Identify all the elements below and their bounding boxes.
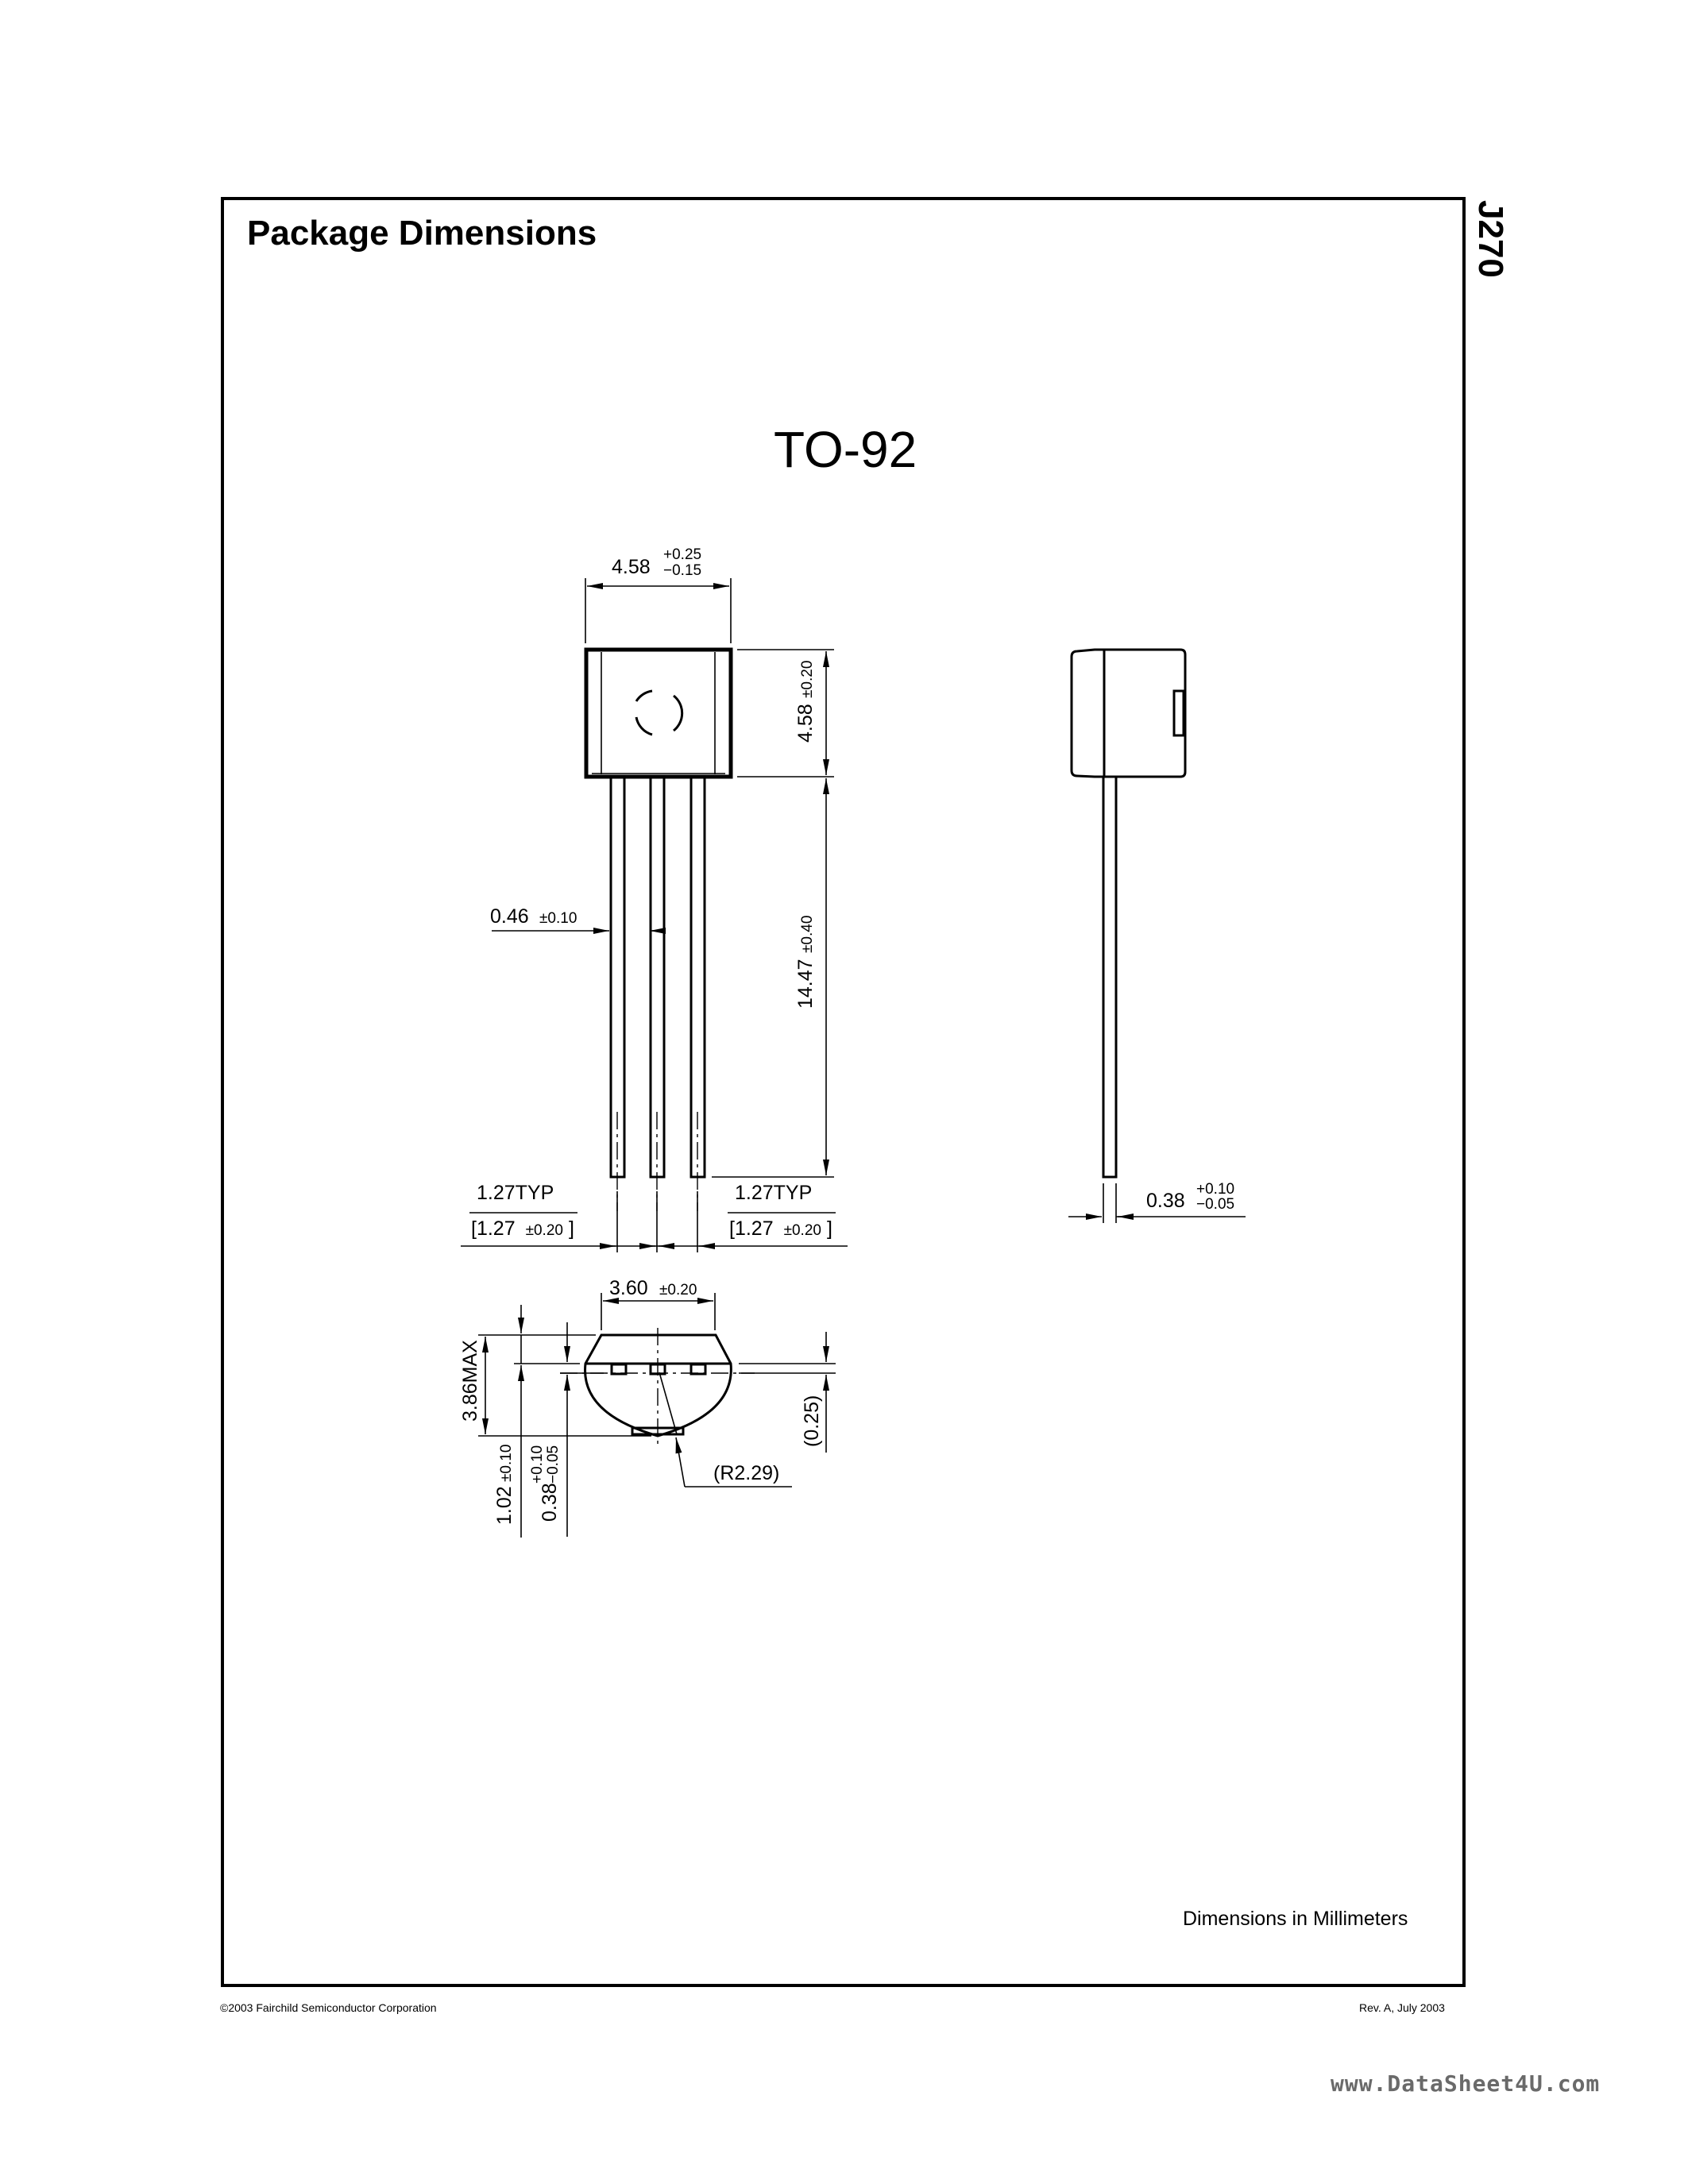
pitch-right-label: 1.27TYP bbox=[735, 1182, 812, 1204]
page-frame bbox=[221, 197, 1466, 1987]
body-width-tol-plus: +0.25 bbox=[663, 546, 701, 563]
leads bbox=[609, 775, 706, 1252]
pitch-right-bracket: [1.27 ±0.20 ] bbox=[729, 1217, 832, 1240]
front-view-drawing: 4.58 +0.25 −0.15 4.58 bbox=[461, 546, 848, 1252]
lead-length-tol: ±0.40 bbox=[799, 916, 816, 953]
lead-width-value: 0.46 bbox=[490, 905, 529, 928]
lead-offset-tol-plus: +0.10 bbox=[529, 1445, 546, 1484]
pin1-mark-icon bbox=[635, 689, 653, 702]
lead-offset-value: 0.38 bbox=[539, 1483, 561, 1522]
lead-thickness-value: 0.38 bbox=[1146, 1190, 1185, 1212]
body-width-value: 4.58 bbox=[612, 556, 651, 578]
side-view-drawing: 0.38 +0.10 −0.05 bbox=[1068, 648, 1246, 1223]
lead-offset-tol-minus: −0.05 bbox=[545, 1445, 562, 1484]
lead-width-tol: ±0.10 bbox=[539, 910, 577, 927]
side-body-outline bbox=[1070, 648, 1187, 778]
flat-offset-value: 1.02 bbox=[493, 1486, 516, 1525]
pitch-left-label: 1.27TYP bbox=[477, 1182, 554, 1204]
lead-thickness-tol-minus: −0.05 bbox=[1196, 1196, 1234, 1213]
body-height-tol: ±0.20 bbox=[799, 661, 816, 698]
flat-offset-tol: ±0.10 bbox=[498, 1445, 515, 1482]
flat-depth-value: (0.25) bbox=[801, 1395, 823, 1447]
lead-thickness-tol-plus: +0.10 bbox=[1196, 1181, 1234, 1198]
pitch-left-bracket: [1.27 ±0.20 ] bbox=[471, 1217, 574, 1240]
lead-length-value: 14.47 bbox=[794, 959, 817, 1009]
units-note: Dimensions in Millimeters bbox=[1183, 1908, 1408, 1930]
footer-copyright: ©2003 Fairchild Semiconductor Corporatio… bbox=[220, 2001, 437, 2014]
body-height-value: 4.58 bbox=[794, 704, 817, 743]
radius-value: (R2.29) bbox=[713, 1462, 779, 1484]
part-number-label: J270 bbox=[1471, 200, 1510, 278]
side-lead bbox=[1102, 775, 1118, 1179]
section-title: Package Dimensions bbox=[247, 214, 597, 253]
bottom-width-value: 3.60 bbox=[609, 1277, 648, 1299]
package-name: TO-92 bbox=[774, 421, 917, 478]
bottom-width-tol: ±0.20 bbox=[659, 1282, 697, 1298]
bottom-height-value: 3.86MAX bbox=[459, 1340, 481, 1422]
bottom-view-drawing: 3.60 ±0.20 3.86MAX 1.02 ±0.10 bbox=[459, 1277, 836, 1538]
front-body-outline bbox=[584, 647, 733, 779]
body-width-tol-minus: −0.15 bbox=[663, 562, 701, 579]
footer-revision: Rev. A, July 2003 bbox=[1359, 2001, 1445, 2014]
watermark-link[interactable]: www.DataSheet4U.com bbox=[1331, 2070, 1600, 2097]
